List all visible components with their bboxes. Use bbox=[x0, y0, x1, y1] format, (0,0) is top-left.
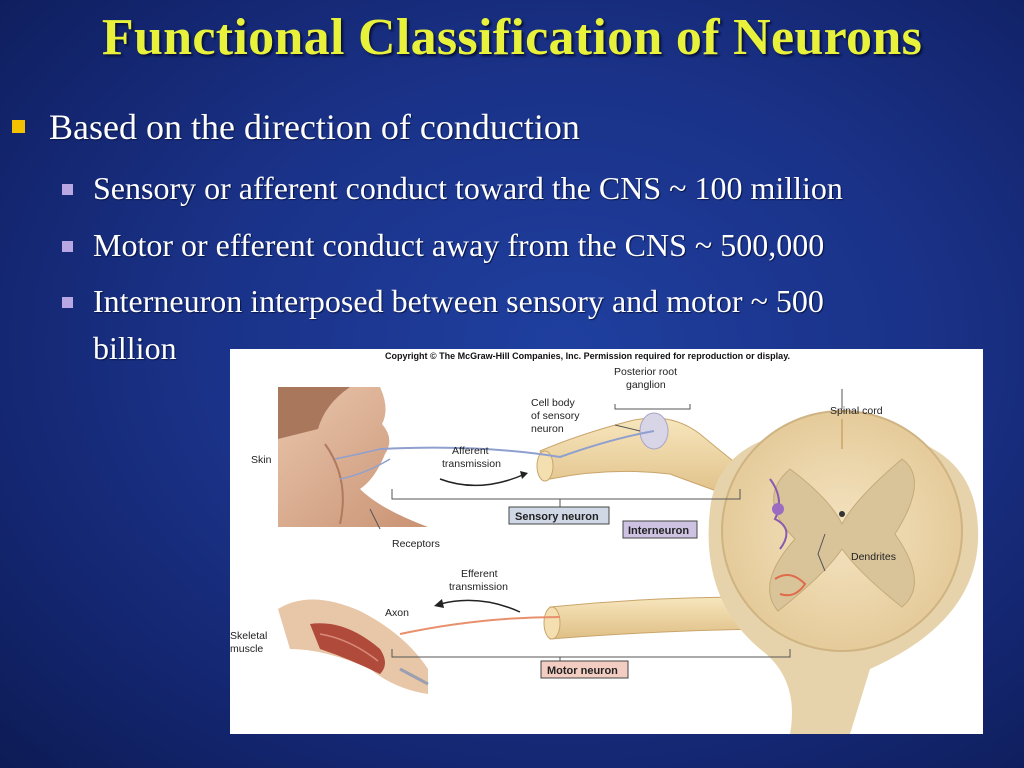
motor-nerve bbox=[399, 596, 761, 640]
motor-neuron-box bbox=[540, 660, 629, 679]
cell-body-label-3: neuron bbox=[531, 423, 564, 435]
efferent-arrowhead-icon bbox=[434, 599, 444, 608]
skeletal-muscle-label-2: muscle bbox=[230, 643, 263, 655]
afferent-arrow bbox=[439, 473, 526, 487]
dendrites-label: Dendrites bbox=[851, 551, 896, 563]
bracket-lines bbox=[369, 389, 843, 661]
sub-bullet-text: Sensory or afferent conduct toward the C… bbox=[93, 170, 843, 206]
cell-body-label-2: of sensory bbox=[531, 410, 580, 422]
sub-bullet-text: Interneuron interposed between sensory a… bbox=[93, 283, 824, 319]
interneuron-box bbox=[622, 520, 698, 539]
posterior-root-label-2: ganglion bbox=[626, 379, 666, 391]
efferent-label: Efferent bbox=[461, 568, 498, 580]
motor-neuron-label: Motor neuron bbox=[547, 665, 618, 677]
sub-bullet-square-icon bbox=[62, 184, 73, 195]
sub-bullet-text: Motor or efferent conduct away from the … bbox=[93, 227, 825, 263]
copyright-text: Copyright © The McGraw-Hill Companies, I… bbox=[385, 351, 790, 361]
receptors-label: Receptors bbox=[392, 538, 440, 550]
bullet-text: Based on the direction of conduction bbox=[49, 107, 580, 147]
face-photo bbox=[278, 387, 428, 527]
sub-bullet-square-icon bbox=[62, 241, 73, 252]
slide-title: Functional Classification of Neurons bbox=[101, 9, 923, 66]
sensory-neuron-label: Sensory neuron bbox=[515, 511, 599, 523]
posterior-root-label: Posterior root bbox=[614, 366, 677, 378]
sub-bullet-square-icon bbox=[62, 297, 73, 308]
afferent-arrowhead-icon bbox=[520, 471, 528, 479]
sensory-nerve bbox=[379, 412, 751, 500]
sensory-neuron-box bbox=[508, 506, 610, 525]
bullet-square-icon bbox=[12, 120, 25, 133]
efferent-label-2: transmission bbox=[449, 581, 508, 593]
skin-label: Skin bbox=[251, 454, 272, 466]
efferent-arrow bbox=[439, 599, 521, 613]
afferent-label: Afferent bbox=[452, 445, 489, 457]
sub-bullet-text-continued: billion bbox=[93, 330, 177, 366]
spinal-cord-label: Spinal cord bbox=[830, 405, 883, 417]
axon-label: Axon bbox=[385, 607, 409, 619]
cell-body-label: Cell body bbox=[531, 397, 576, 409]
afferent-label-2: transmission bbox=[442, 458, 501, 470]
skeletal-muscle-label: Skeletal bbox=[230, 630, 267, 642]
neuron-pathway-figure: Copyright © The McGraw-Hill Companies, I… bbox=[230, 349, 983, 734]
spinal-cord bbox=[708, 410, 979, 734]
neuron-diagram: Copyright © The McGraw-Hill Companies, I… bbox=[230, 351, 979, 734]
arm-photo bbox=[275, 581, 430, 716]
interneuron-label: Interneuron bbox=[628, 525, 689, 537]
